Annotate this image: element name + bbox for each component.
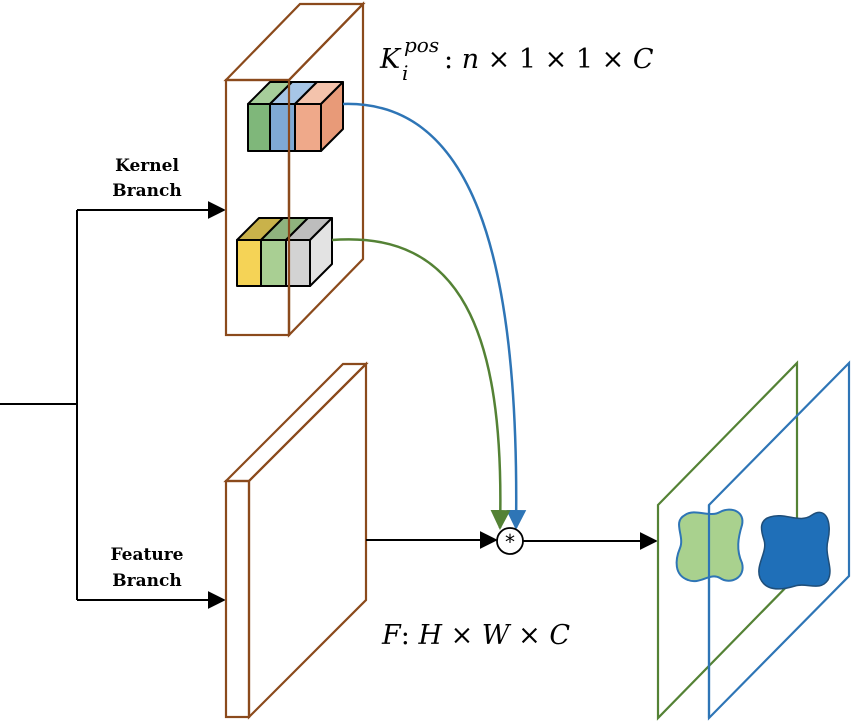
kernel-formula-subscript: i — [402, 61, 408, 85]
kernel-branch-label-line2: Branch — [112, 181, 181, 201]
kernel-formula: K — [379, 44, 402, 75]
feature-branch-label-line1: Feature — [111, 545, 184, 565]
kernel-formula-dims: : n × 1 × 1 × C — [444, 44, 654, 75]
kernel-cubes-top — [247, 81, 344, 152]
green-kernel-arrow — [331, 238, 511, 530]
mask-blue-shape — [758, 511, 831, 590]
input-connectors — [0, 201, 226, 609]
feature-formula: F: H × W × C — [381, 620, 570, 651]
conv-operator-symbol: * — [505, 530, 515, 554]
feature-branch-label-line2: Branch — [112, 571, 181, 591]
kernel-branch-label-line1: Kernel — [115, 156, 179, 176]
kernel-cubes-bottom — [236, 217, 333, 287]
feature-map-box — [223, 361, 369, 720]
kernel-formula-superscript: pos — [404, 33, 439, 57]
conv-operator: * — [496, 527, 524, 555]
blue-kernel-arrow — [342, 102, 527, 530]
